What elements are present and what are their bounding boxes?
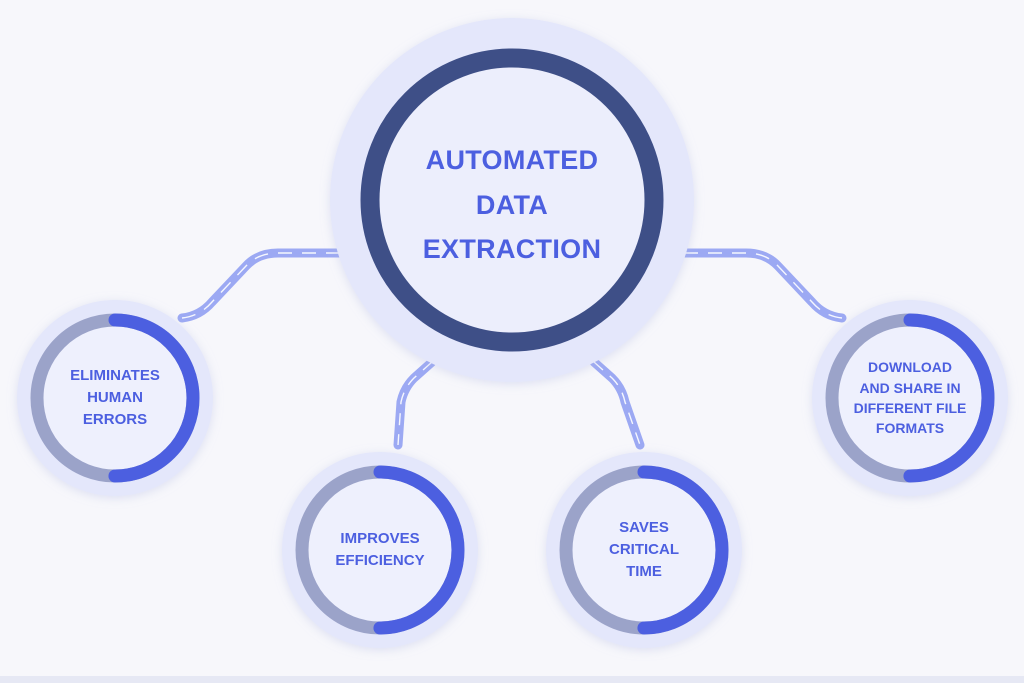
- connector-bottom-right: [589, 357, 645, 450]
- benefit-1-line-2: HUMAN: [87, 389, 143, 407]
- bottom-divider: [0, 676, 1024, 683]
- progress-arc-2: [295, 465, 465, 635]
- progress-arc-1: [30, 313, 200, 483]
- benefit-4-line-2: AND SHARE IN: [859, 379, 961, 396]
- center-ring: [360, 48, 664, 352]
- benefit-node-1: [17, 300, 213, 496]
- center-title-line-3: EXTRACTION: [422, 234, 602, 265]
- benefit-label-4: DOWNLOAD AND SHARE IN DIFFERENT FILE FOR…: [840, 343, 980, 453]
- benefit-node-2: [282, 452, 478, 648]
- center-node: [330, 18, 694, 382]
- benefit-label-1: ELIMINATES HUMAN ERRORS: [55, 348, 175, 448]
- benefit-4-line-1: DOWNLOAD: [868, 359, 952, 376]
- benefit-3-line-1: SAVES: [619, 519, 669, 537]
- benefit-2-line-2: EFFICIENCY: [335, 552, 425, 569]
- center-title-line-1: AUTOMATED: [425, 145, 599, 176]
- benefit-3-line-2: CRITICAL: [609, 541, 679, 559]
- benefit-node-3: [546, 452, 742, 648]
- benefit-2-line-1: IMPROVES: [340, 530, 420, 548]
- benefit-3-line-3: TIME: [626, 562, 662, 580]
- benefit-4-line-3: DIFFERENT FILE: [853, 400, 967, 416]
- benefit-4-line-4: FORMATS: [875, 420, 945, 437]
- benefit-label-3: SAVES CRITICAL TIME: [584, 500, 704, 600]
- benefit-label-2: IMPROVES EFFICIENCY: [320, 500, 440, 600]
- benefit-1-line-1: ELIMINATES: [70, 367, 160, 385]
- benefit-node-4: [812, 300, 1008, 496]
- center-title: AUTOMATED DATA EXTRACTION: [412, 130, 612, 280]
- connector-bottom-left: [393, 357, 437, 450]
- progress-arc-3: [559, 465, 729, 635]
- benefit-1-line-3: ERRORS: [82, 410, 148, 428]
- progress-arc-4: [825, 313, 995, 483]
- center-title-line-2: DATA: [475, 189, 549, 220]
